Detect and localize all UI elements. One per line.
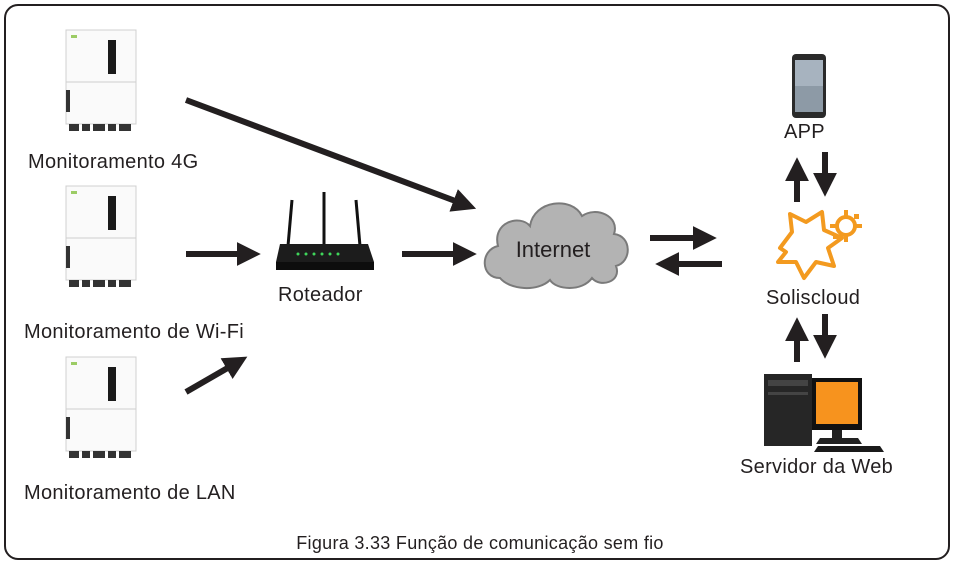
label-monitoring-4g: Monitoramento 4G: [28, 151, 199, 173]
inverter-lan-icon: [65, 356, 137, 459]
internet-cloud-icon: [483, 202, 629, 289]
label-app: APP: [784, 121, 825, 143]
inverter-4g-icon: [65, 29, 137, 132]
figure-caption: Figura 3.33 Função de comunicação sem fi…: [296, 533, 664, 553]
inverter-wifi-icon: [65, 185, 137, 288]
arrow-lan-to-router: [184, 356, 248, 395]
router-icon: [276, 192, 374, 270]
arrow-4g-to-internet: [184, 97, 477, 212]
label-monitoring-lan: Monitoramento de LAN: [24, 482, 236, 504]
soliscloud-logo-icon: [776, 210, 862, 280]
label-soliscloud: Soliscloud: [766, 287, 861, 309]
label-router: Roteador: [278, 284, 363, 306]
web-server-computer-icon: [764, 374, 884, 452]
phone-icon: [792, 54, 826, 118]
internet-label: Internet: [515, 237, 591, 262]
arrows: [184, 97, 837, 395]
label-web-server: Servidor da Web: [740, 456, 894, 478]
label-monitoring-wifi: Monitoramento de Wi-Fi: [24, 321, 244, 343]
diagram-frame: [4, 4, 950, 560]
